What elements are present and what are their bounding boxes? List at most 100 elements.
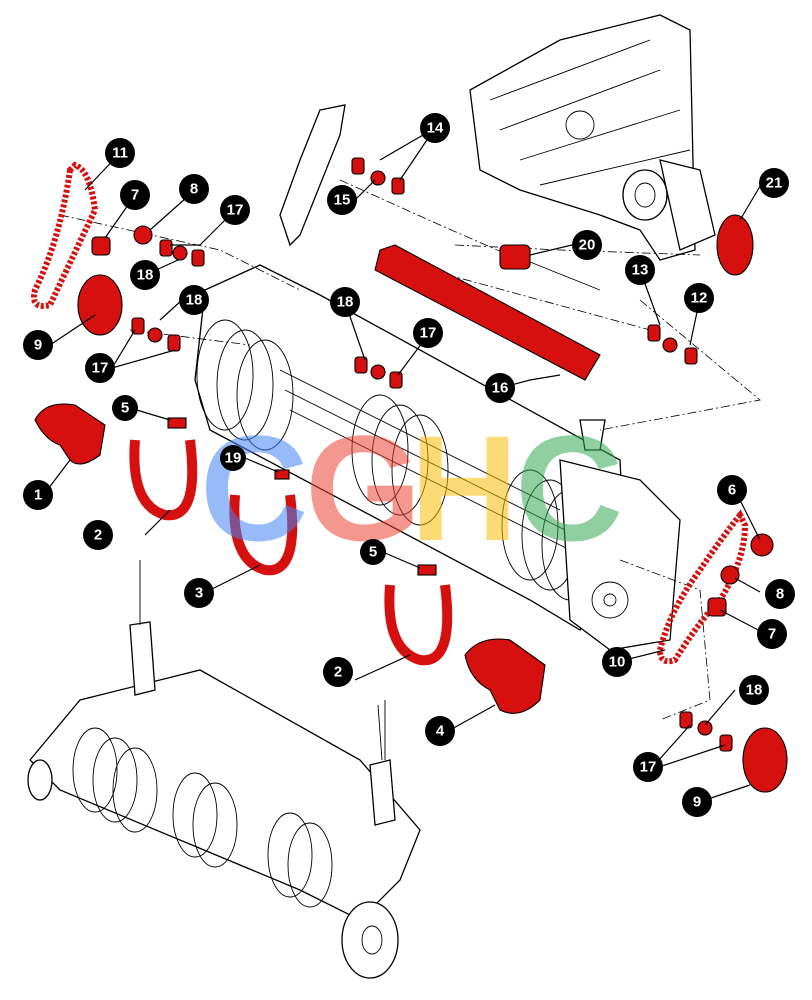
svg-text:15: 15 — [334, 192, 351, 209]
callout: 21 — [759, 168, 789, 198]
svg-text:17: 17 — [92, 360, 109, 377]
callout: 19 — [220, 445, 246, 471]
callout: 18 — [179, 285, 209, 315]
sprocket-6 — [750, 533, 774, 557]
svg-text:9: 9 — [693, 794, 701, 811]
svg-text:17: 17 — [640, 759, 657, 776]
callout: 17 — [85, 353, 115, 383]
sprocket-9-lower — [742, 727, 788, 793]
stripper-bar-16 — [374, 244, 601, 381]
hub-7-lower — [707, 597, 727, 617]
stripper-2-upper — [129, 439, 198, 521]
pickup-assembly-drawing — [194, 264, 681, 651]
callout: 5 — [112, 395, 138, 421]
svg-text:10: 10 — [609, 654, 626, 671]
callout: 11 — [105, 138, 135, 168]
guard-4 — [464, 638, 546, 714]
bearing-set-upper-left — [159, 239, 205, 267]
callout: 9 — [23, 330, 53, 360]
svg-text:2: 2 — [94, 527, 102, 544]
svg-text:17: 17 — [420, 325, 437, 342]
sprocket-21 — [716, 214, 754, 276]
watermark-letter-4: C — [515, 404, 623, 572]
callout: 2 — [83, 520, 113, 550]
callout: 14 — [420, 113, 450, 143]
svg-text:7: 7 — [768, 626, 776, 643]
callout: 16 — [485, 373, 515, 403]
callout: 1 — [23, 480, 53, 510]
svg-text:20: 20 — [579, 237, 596, 254]
callout: 18 — [330, 287, 360, 317]
stripper-2-lower — [384, 584, 453, 666]
svg-text:18: 18 — [337, 294, 354, 311]
shaft-20 — [499, 244, 531, 270]
bearing-set-right — [647, 324, 698, 365]
svg-text:17: 17 — [227, 202, 244, 219]
guard-1 — [34, 403, 106, 465]
callout: 17 — [413, 318, 443, 348]
clip-5-upper — [167, 417, 187, 429]
callout: 4 — [425, 716, 455, 746]
svg-text:19: 19 — [225, 450, 242, 467]
svg-text:14: 14 — [427, 120, 444, 137]
callout: 5 — [360, 539, 386, 565]
svg-text:3: 3 — [195, 585, 203, 602]
svg-text:16: 16 — [492, 380, 509, 397]
sprocket-8-upper — [133, 225, 153, 245]
clip-19 — [274, 469, 290, 480]
callout: 9 — [682, 787, 712, 817]
callout: 18 — [739, 675, 769, 705]
callout: 17 — [633, 752, 663, 782]
complete-pickup-drawing — [27, 560, 421, 979]
callout: 2 — [323, 657, 353, 687]
svg-text:18: 18 — [186, 292, 203, 309]
bearing-set-center — [354, 356, 403, 389]
svg-text:5: 5 — [369, 544, 377, 561]
svg-text:18: 18 — [746, 682, 763, 699]
bearing-set-left — [131, 317, 181, 352]
callout: 8 — [179, 174, 209, 204]
drive-chain-11 — [31, 161, 99, 309]
svg-text:21: 21 — [766, 175, 783, 192]
highlighted-parts — [31, 157, 788, 793]
svg-text:9: 9 — [34, 337, 42, 354]
callouts: 1 2 2 3 4 5 5 6 7 7 8 8 9 9 10 11 12 13 … — [23, 113, 795, 817]
baler-frame-drawing — [469, 14, 716, 261]
sprocket-8-lower — [720, 565, 740, 585]
stripper-3 — [229, 494, 298, 576]
svg-text:13: 13 — [632, 262, 649, 279]
svg-text:18: 18 — [137, 267, 154, 284]
callout: 7 — [120, 180, 150, 210]
svg-text:2: 2 — [334, 664, 342, 681]
svg-text:4: 4 — [436, 723, 445, 740]
callout: 6 — [717, 475, 747, 505]
clip-5-lower — [417, 564, 437, 576]
drive-chain-10 — [656, 509, 749, 665]
callout: 8 — [765, 579, 795, 609]
bearing-set-top — [351, 157, 405, 195]
callout: 15 — [327, 185, 357, 215]
svg-text:12: 12 — [691, 290, 708, 307]
svg-text:8: 8 — [776, 586, 784, 603]
callout: 7 — [757, 619, 787, 649]
callout: 18 — [130, 260, 160, 290]
bearing-set-lower-right — [679, 711, 733, 752]
callout: 20 — [572, 230, 602, 260]
svg-text:6: 6 — [728, 482, 736, 499]
watermark-letter-3: H — [410, 404, 518, 572]
callout: 3 — [184, 578, 214, 608]
callout: 17 — [220, 195, 250, 225]
svg-text:8: 8 — [190, 181, 198, 198]
watermark-letter-1: C — [200, 404, 308, 572]
svg-text:5: 5 — [121, 400, 129, 417]
svg-text:11: 11 — [112, 145, 128, 162]
watermark: C G H C — [200, 404, 623, 572]
hub-7-upper — [91, 236, 111, 256]
sprocket-9-upper — [77, 274, 123, 336]
side-bracket-drawing — [279, 104, 346, 247]
callout: 10 — [602, 647, 632, 677]
svg-text:1: 1 — [34, 487, 42, 504]
callout: 13 — [625, 255, 655, 285]
callout: 12 — [684, 283, 714, 313]
